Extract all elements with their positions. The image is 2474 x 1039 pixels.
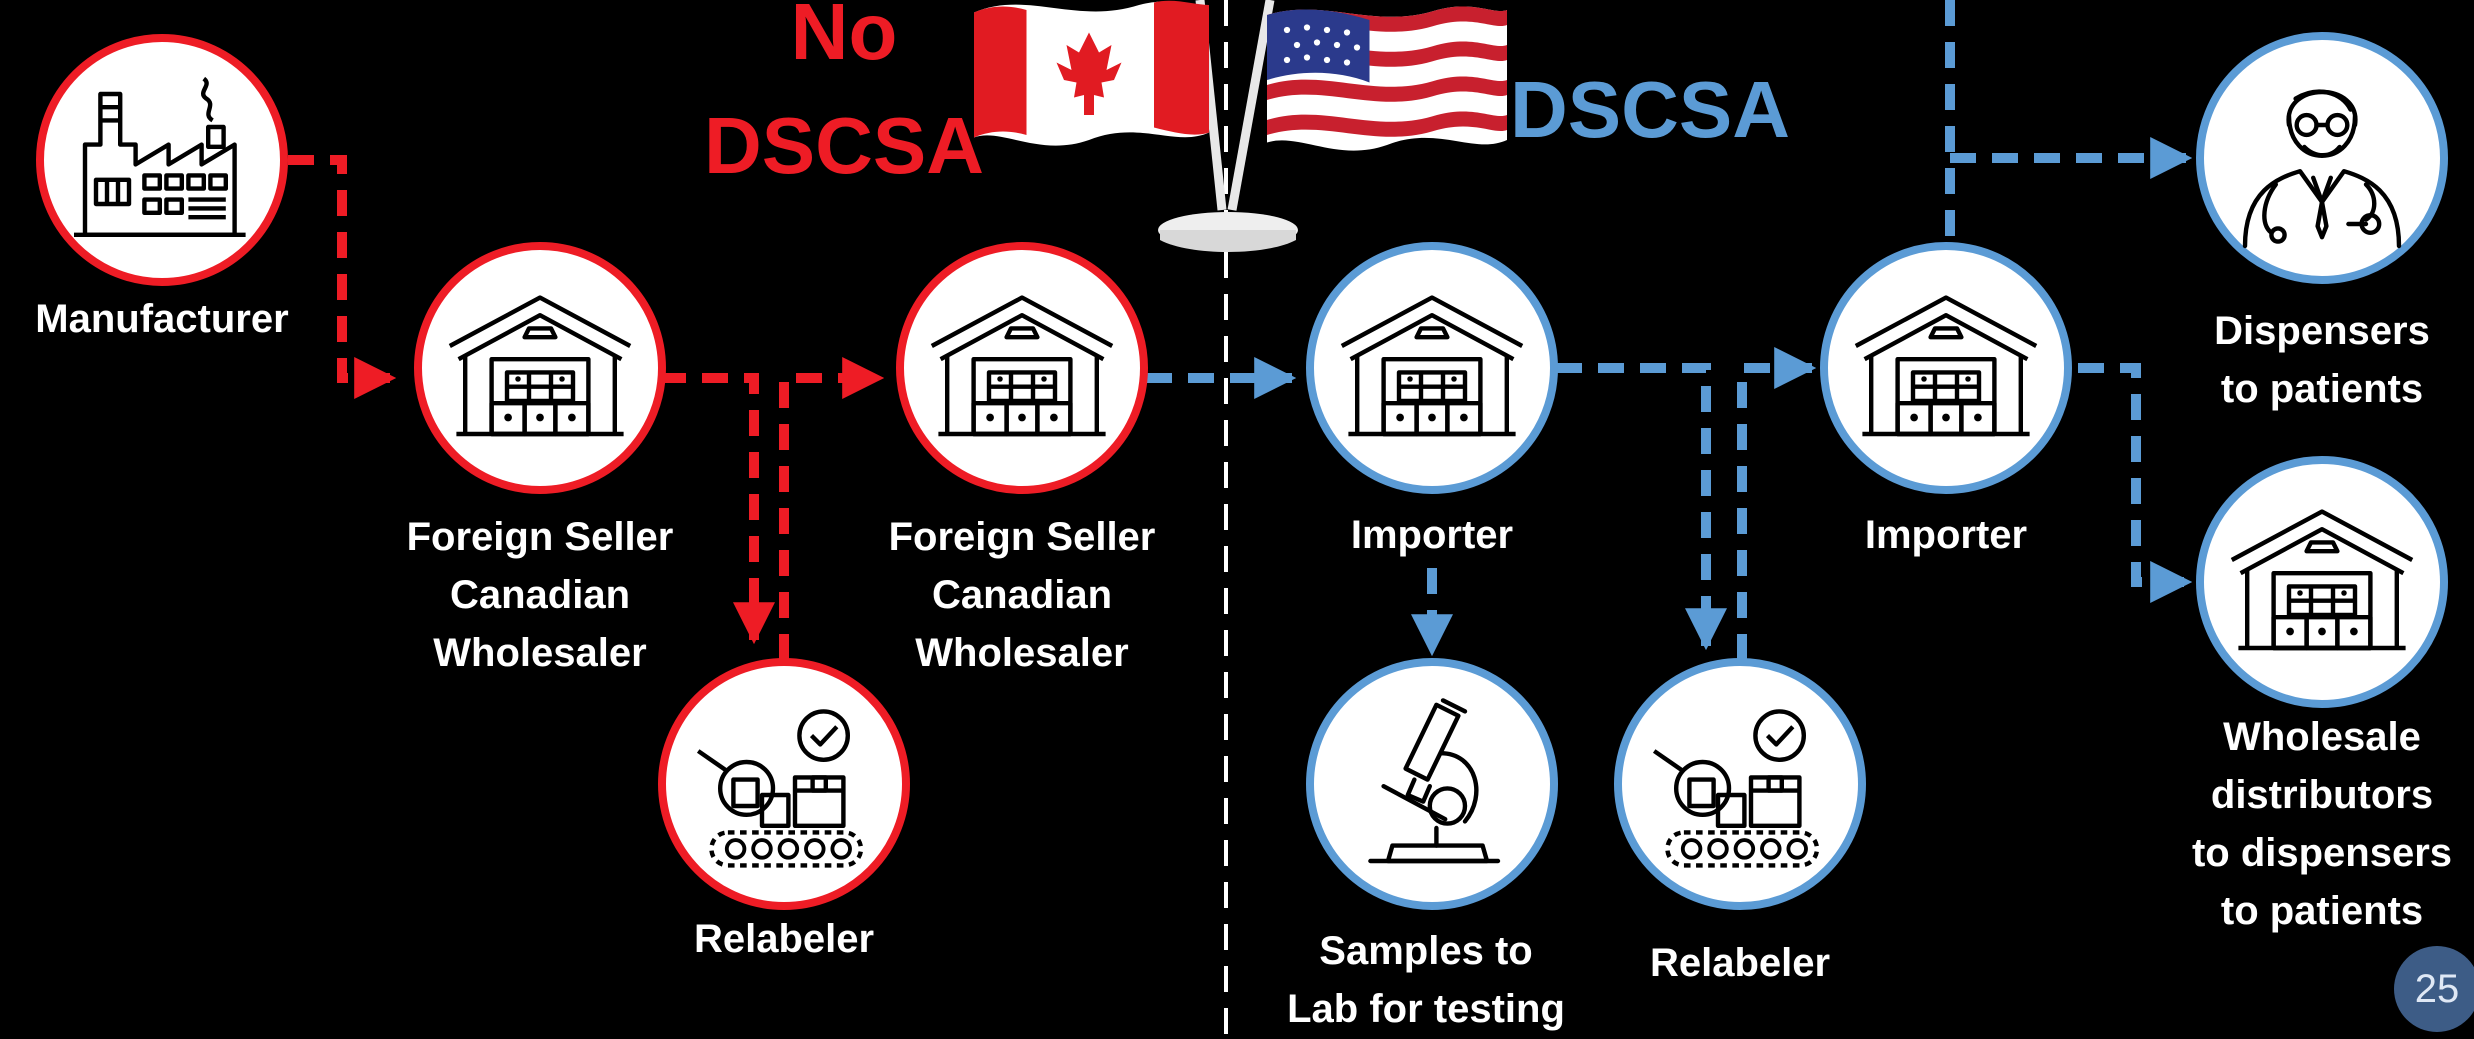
arrow-manufacturer-to-foreign-seller-1 — [288, 155, 397, 399]
node-circle — [414, 242, 666, 494]
label-importer-1: Importer — [1350, 513, 1514, 557]
node-circle — [1306, 658, 1558, 910]
node-foreign-seller-1 — [414, 242, 666, 494]
node-circle — [658, 658, 910, 910]
connectors-dscsa — [1146, 0, 2193, 660]
page-number-badge: 25 — [2394, 946, 2474, 1032]
node-foreign-seller-2 — [896, 242, 1148, 494]
node-dispensers — [2196, 32, 2448, 284]
node-samples-lab — [1306, 658, 1558, 910]
connectors-no-dscsa — [288, 155, 885, 660]
arrow-foreign-seller-1-to-relabeler-1 — [660, 373, 775, 645]
label-relabeler-1: Relabeler — [693, 917, 875, 961]
arrow-relabeler-1-to-foreign-seller-2 — [779, 357, 885, 660]
node-circle — [1820, 242, 2072, 494]
no-dscsa-header-line1: No — [790, 0, 898, 76]
node-manufacturer — [36, 34, 288, 286]
label-importer-2: Importer — [1864, 513, 2028, 557]
label-manufacturer: Manufacturer — [35, 297, 289, 341]
node-circle — [36, 34, 288, 286]
node-relabeler-1 — [658, 658, 910, 910]
arrow-relabeler-2-to-importer-2 — [1737, 347, 1817, 660]
canada-flag-icon — [974, 0, 1209, 146]
nodes-layer — [36, 32, 2448, 910]
node-importer-1 — [1306, 242, 1558, 494]
arrow-importer-1-to-relabeler-2 — [1556, 363, 1727, 651]
node-circle — [896, 242, 1148, 494]
node-relabeler-2 — [1614, 658, 1866, 910]
node-circle — [1614, 658, 1866, 910]
node-circle — [1306, 242, 1558, 494]
node-importer-2 — [1820, 242, 2072, 494]
arrow-importer-2-to-wholesale-distributors — [2078, 363, 2193, 603]
no-dscsa-header-line2: DSCSA — [703, 101, 985, 190]
node-wholesale-distributors — [2196, 456, 2448, 708]
node-circle — [2196, 456, 2448, 708]
dscsa-header: DSCSA — [1509, 65, 1791, 154]
label-relabeler-2: Relabeler — [1649, 941, 1831, 985]
usa-flag-icon — [1267, 6, 1507, 151]
